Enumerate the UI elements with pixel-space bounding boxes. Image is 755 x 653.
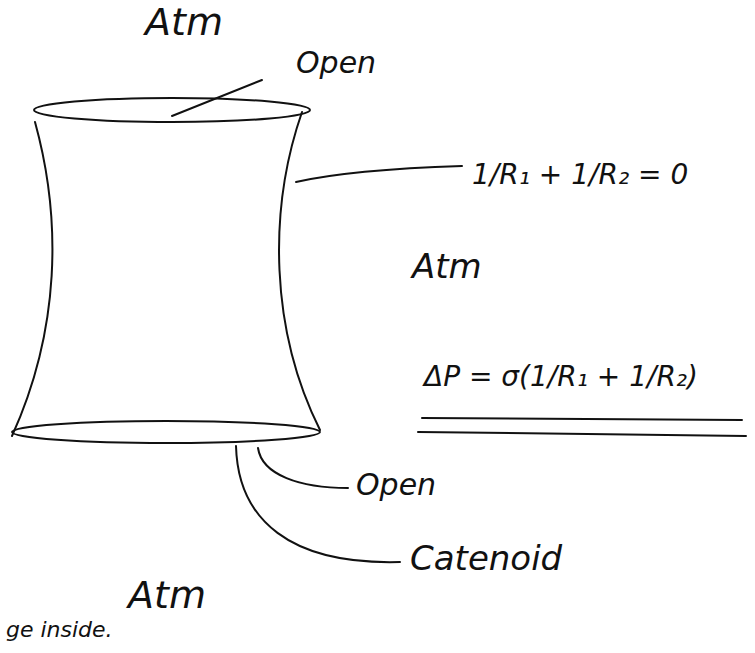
top-opening bbox=[34, 98, 310, 122]
equation-label: 1/R₁ + 1/R₂ = 0 bbox=[472, 160, 688, 191]
leader-line bbox=[236, 446, 400, 562]
leader-line bbox=[296, 166, 462, 182]
note-label: ge inside. bbox=[6, 618, 113, 642]
left-wall bbox=[12, 122, 52, 436]
atmosphere-label: Atm bbox=[128, 575, 206, 617]
name-label: Catenoid bbox=[410, 540, 562, 577]
open-label: Open bbox=[356, 468, 436, 501]
atmosphere-label: Atm bbox=[412, 248, 482, 285]
underline bbox=[418, 432, 746, 436]
atmosphere-label: Atm bbox=[145, 2, 223, 44]
equation-label: ΔP = σ(1/R₁ + 1/R₂) bbox=[424, 362, 698, 393]
leader-line bbox=[172, 80, 262, 116]
right-wall bbox=[279, 112, 320, 430]
leader-line bbox=[258, 448, 348, 488]
open-label: Open bbox=[296, 46, 376, 79]
bottom-opening bbox=[12, 421, 320, 443]
underline bbox=[422, 418, 742, 420]
